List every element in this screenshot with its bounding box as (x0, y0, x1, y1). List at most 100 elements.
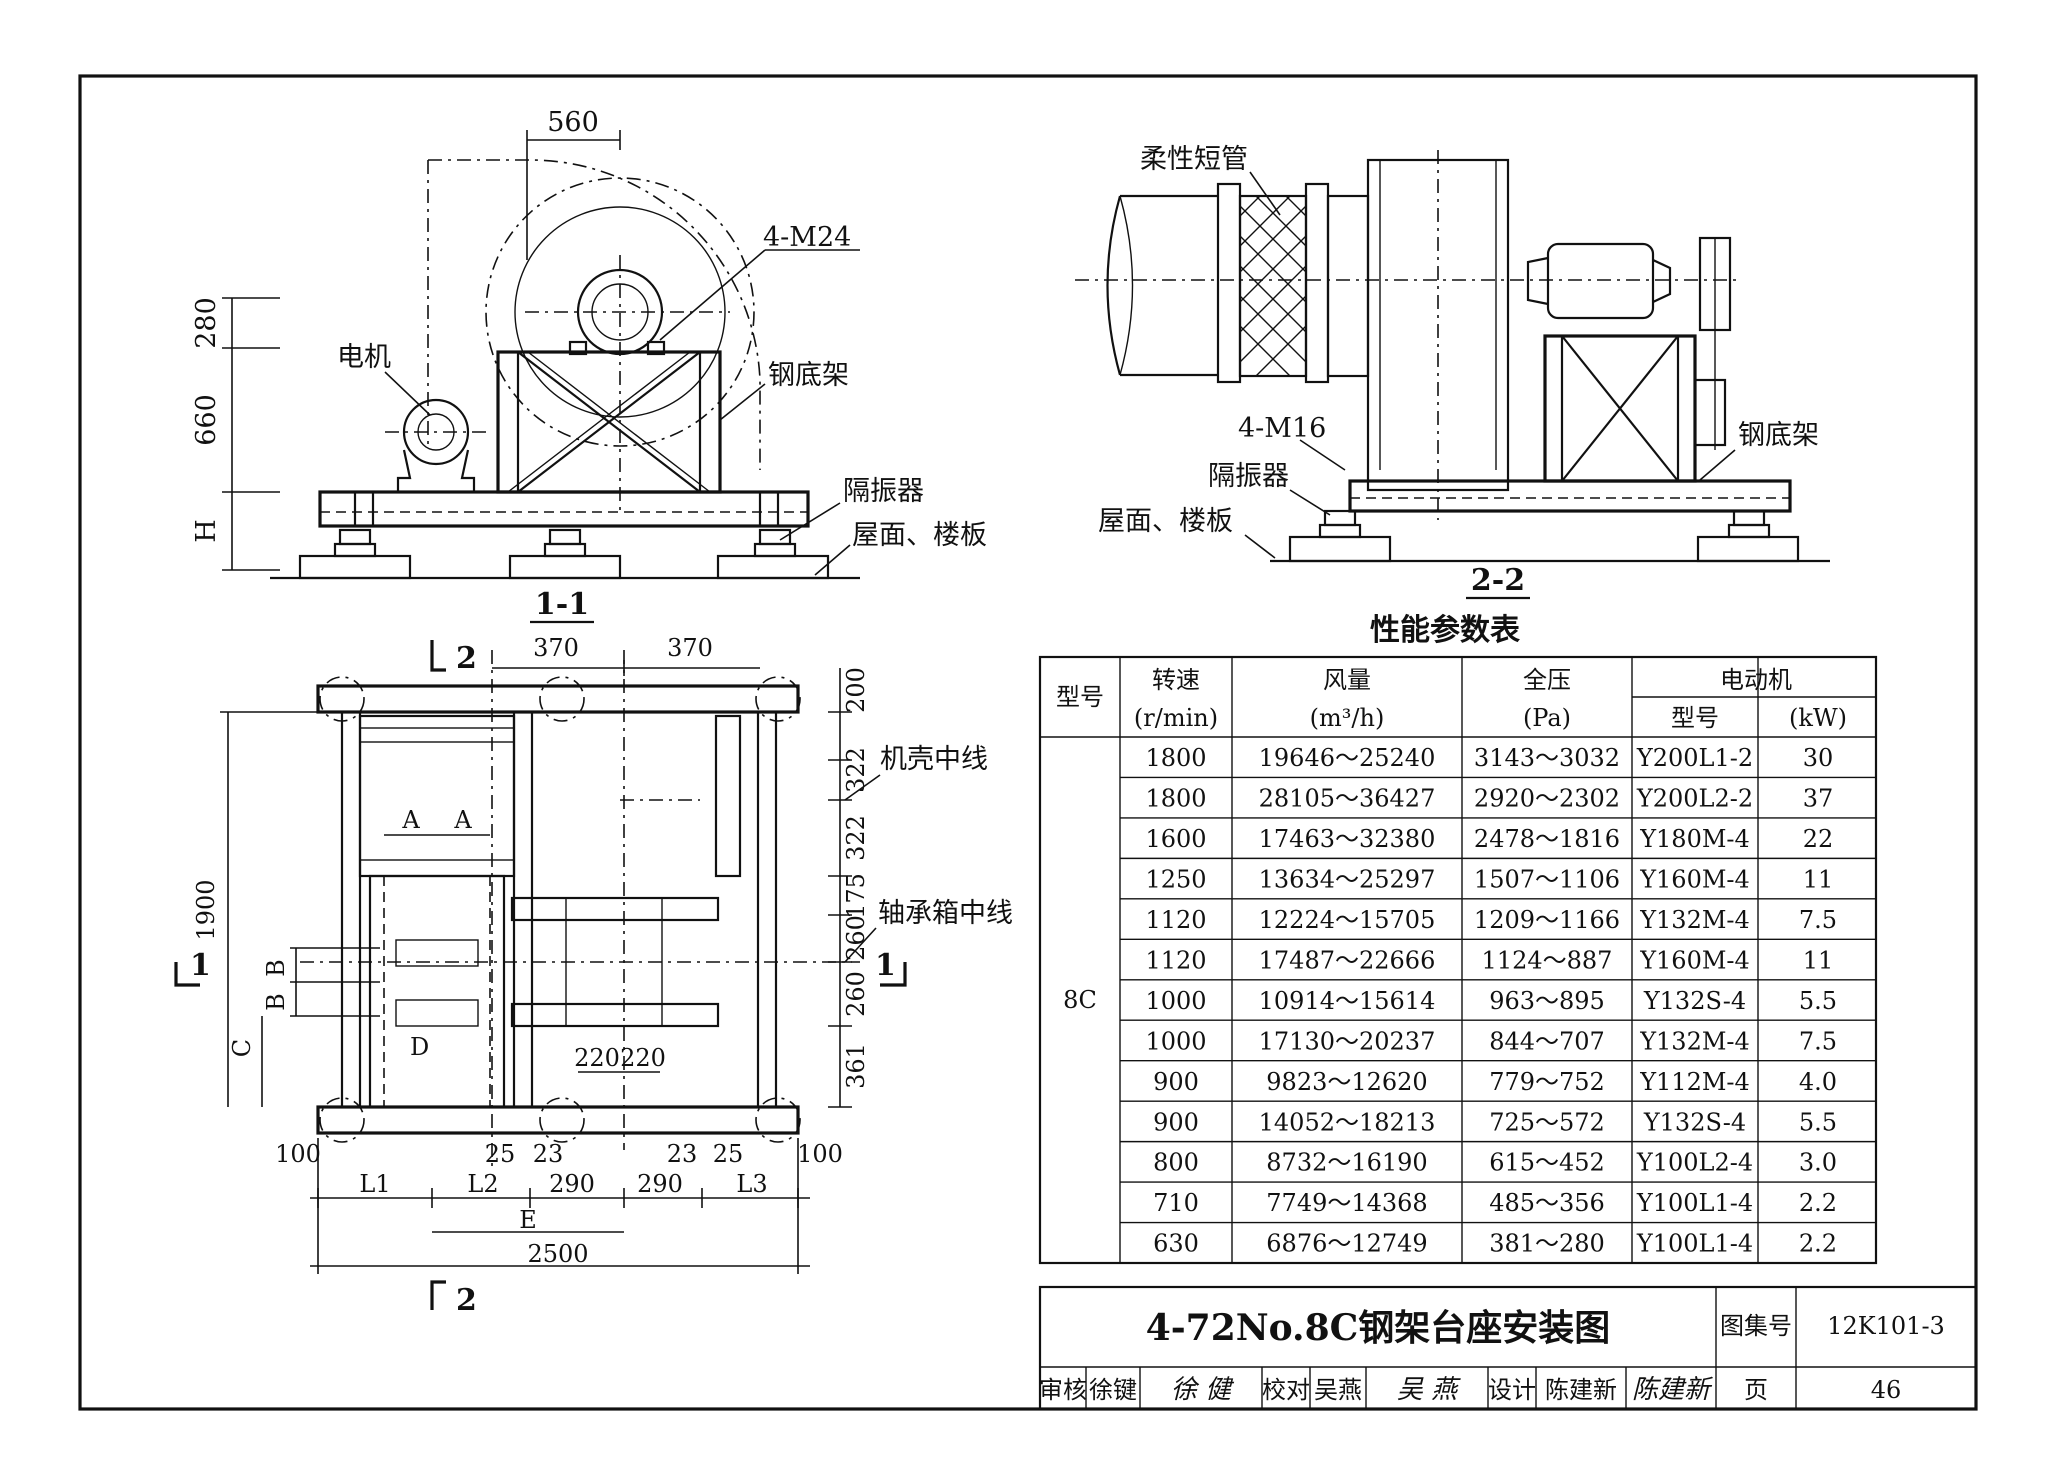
check-signature: 吴 燕 (1397, 1375, 1461, 1405)
review-signature: 徐 健 (1171, 1375, 1235, 1405)
plan-beam-bottom (316, 1105, 800, 1135)
table-cell: 1600 (1145, 825, 1206, 853)
check-name: 吴燕 (1314, 1376, 1362, 1404)
table-title: 性能参数表 (1370, 613, 1520, 648)
table-cell: 1120 (1145, 906, 1206, 934)
review-label: 审核 (1039, 1376, 1087, 1404)
atlas-label: 图集号 (1720, 1312, 1792, 1340)
flexible-connector (1238, 194, 1308, 378)
section-2-2: 2-2 (1471, 563, 1525, 598)
table-cell: 7.5 (1799, 906, 1837, 934)
table-cell: 9823～12620 (1266, 1068, 1427, 1096)
drawing-title: 4-72No.8C钢架台座安装图 (1146, 1307, 1611, 1349)
table-cell: 1800 (1145, 744, 1206, 772)
dim-370-b: 370 (667, 634, 713, 662)
plan-beam-top (316, 684, 800, 714)
dim-660: 660 (191, 394, 222, 446)
table-cell: 8732～16190 (1266, 1149, 1427, 1177)
table-cell: 5.5 (1799, 987, 1837, 1015)
table-cell: Y100L2-4 (1636, 1149, 1753, 1177)
dim-b-2: B (262, 993, 290, 1011)
table-cell: 14052～18213 (1259, 1108, 1436, 1136)
label-flexible-connector: 柔性短管 (1140, 144, 1248, 175)
th-speed-unit: (r/min) (1134, 704, 1218, 732)
design-name: 陈建新 (1545, 1376, 1617, 1404)
base-beam (318, 490, 810, 528)
th-flow: 风量 (1323, 666, 1371, 694)
table-cell: 28105～36427 (1259, 785, 1436, 813)
table-cell: 1250 (1145, 866, 1206, 894)
table-cell: 710 (1153, 1189, 1199, 1217)
table-cell: Y180M-4 (1639, 825, 1750, 853)
atlas-value: 12K101-3 (1827, 1312, 1945, 1340)
dim-290-a: 290 (549, 1170, 595, 1198)
dim-280: 280 (191, 297, 222, 349)
label-isolator-side: 隔振器 (1208, 461, 1289, 492)
table-cell: 3143～3032 (1474, 744, 1620, 772)
table-cell: 17130～20237 (1259, 1027, 1436, 1055)
table-cell: 1000 (1145, 987, 1206, 1015)
dim-c: C (228, 1039, 256, 1057)
plan-view: 2 2 1 1 370 370 200 322 322 175 260 260 … (174, 634, 1013, 1318)
page-label: 页 (1744, 1376, 1768, 1404)
table-cell: 630 (1153, 1230, 1199, 1258)
dim-200: 200 (842, 667, 870, 713)
th-pressure-unit: (Pa) (1523, 704, 1571, 732)
dim-a-2: A (453, 806, 472, 834)
table-cell: Y100L1-4 (1636, 1230, 1753, 1258)
view-2-2: 柔性短管 4-M16 隔振器 屋面、楼板 钢底架 2-2 (1075, 144, 1830, 600)
table-cell: Y132S-4 (1643, 1108, 1746, 1136)
section-1-1: 1-1 (535, 587, 589, 622)
table-cell: 17463～32380 (1259, 825, 1436, 853)
review-name: 徐键 (1089, 1376, 1137, 1404)
dim-l1: L1 (359, 1170, 390, 1198)
label-bearing-centerline: 轴承箱中线 (878, 898, 1013, 929)
cut-bottom: 2 (456, 1283, 477, 1318)
table-cell: 2.2 (1799, 1189, 1837, 1217)
th-model: 型号 (1056, 683, 1104, 711)
table-cell: 7749～14368 (1266, 1189, 1427, 1217)
dim-23-b: 23 (667, 1140, 698, 1168)
dim-2500: 2500 (527, 1240, 588, 1268)
fan-inlet-ring (514, 206, 726, 418)
dim-220-a: 220 (574, 1044, 620, 1072)
dim-260-a: 260 (842, 915, 870, 961)
dim-h: H (191, 519, 222, 543)
dim-100-b: 100 (797, 1140, 843, 1168)
th-pressure: 全压 (1523, 666, 1571, 694)
label-isolator: 隔振器 (843, 476, 924, 507)
label-steel-frame-side: 钢底架 (1738, 420, 1819, 451)
table-cell: Y160M-4 (1639, 866, 1750, 894)
table-cell: 6876～12749 (1266, 1230, 1427, 1258)
base-beam-side (1348, 479, 1792, 513)
dim-a-1: A (401, 806, 420, 834)
duct (1120, 194, 1218, 377)
label-floor-side: 屋面、楼板 (1098, 506, 1233, 537)
dim-290-b: 290 (637, 1170, 683, 1198)
label-casing-centerline: 机壳中线 (880, 744, 988, 775)
th-motor-model: 型号 (1671, 704, 1719, 732)
table-cell: 1120 (1145, 946, 1206, 974)
table-cell: 485～356 (1489, 1189, 1605, 1217)
table-cell: 2920～2302 (1474, 785, 1620, 813)
table-cell: 1209～1166 (1474, 906, 1620, 934)
model-value: 8C (1063, 986, 1097, 1014)
dim-560: 560 (547, 107, 599, 138)
th-speed: 转速 (1152, 666, 1200, 694)
table-cell: Y112M-4 (1639, 1068, 1750, 1096)
table-cell: 900 (1153, 1108, 1199, 1136)
dim-23-a: 23 (533, 1140, 564, 1168)
cut-top: 2 (456, 641, 477, 676)
table-cell: 22 (1803, 825, 1834, 853)
table-cell: 1507～1106 (1474, 866, 1620, 894)
fan-scroll (485, 177, 755, 447)
dim-b-1: B (262, 959, 290, 977)
label-floor: 屋面、楼板 (852, 520, 987, 551)
table-cell: Y200L1-2 (1636, 744, 1753, 772)
dim-d: D (410, 1033, 429, 1061)
table-cell: 615～452 (1489, 1149, 1605, 1177)
dim-370-a: 370 (533, 634, 579, 662)
design-label: 设计 (1488, 1376, 1536, 1404)
dim-100-a: 100 (275, 1140, 321, 1168)
